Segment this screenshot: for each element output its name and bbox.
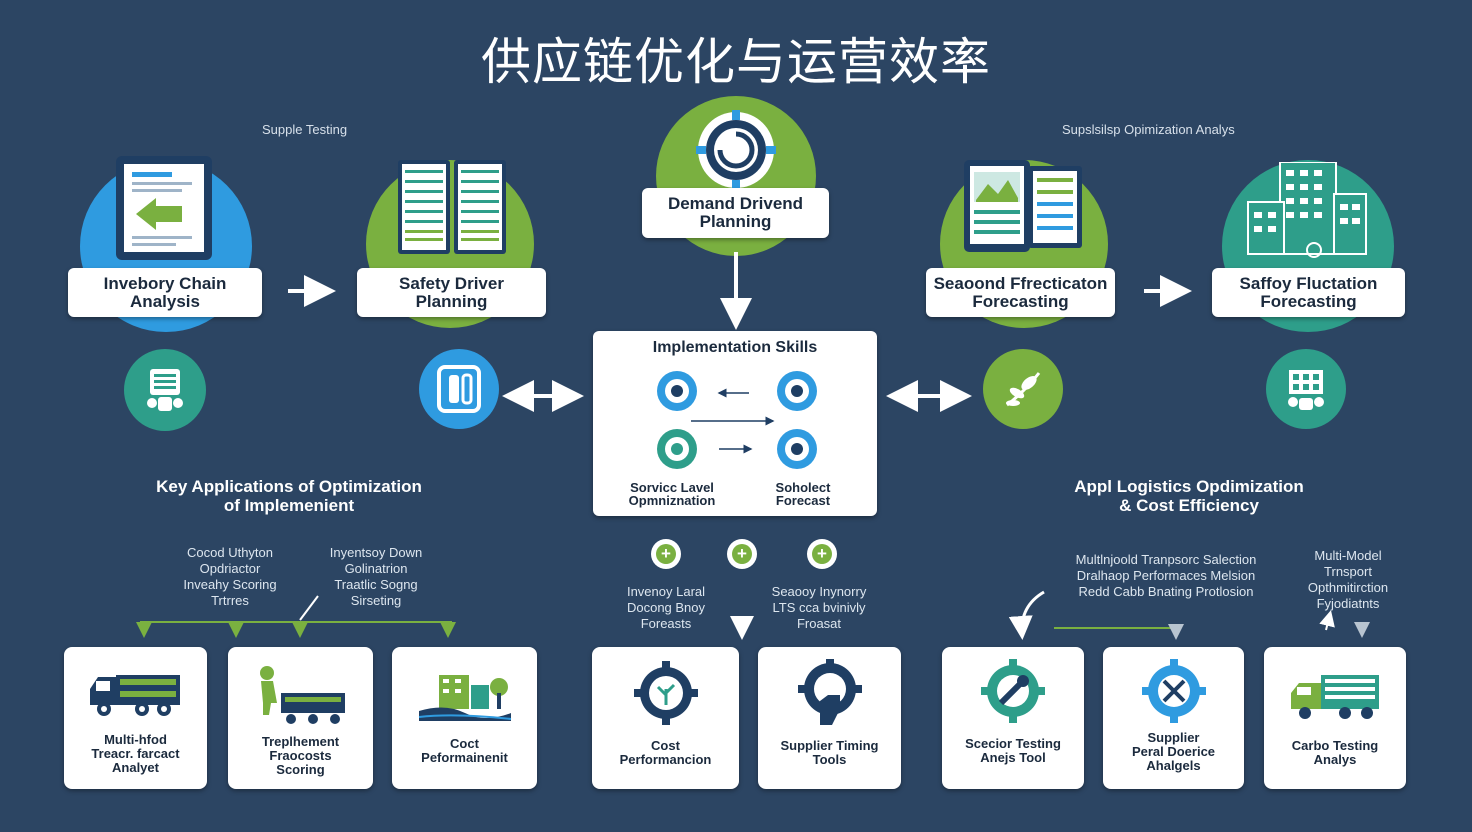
tablet-chart-icon (964, 160, 1082, 252)
page-title: 供应链优化与运营效率 (481, 33, 991, 91)
bottom-card-label: Supplier Timing Tools (780, 738, 879, 767)
card-inventory-chain[interactable]: Invebory Chain Analysis (68, 268, 262, 317)
bottom-card-sector-testing[interactable]: Scecior Testing Anejs Tool (942, 647, 1084, 789)
gear-tree-icon (633, 661, 698, 725)
bottom-card-cost-performancion[interactable]: Cost Performancion (592, 647, 739, 789)
bottom-card-label: Multi-hfod Treacr. farcact Analyet (91, 732, 180, 775)
left-note-a: Cocod Uthyton Opdriactor Inveahy Scoring… (183, 545, 277, 608)
gear-hand-icon (797, 659, 862, 725)
card-safety-driver[interactable]: Safety Driver Planning (357, 268, 546, 317)
gear-icon (696, 110, 776, 190)
right-note-a: Multlnjoold Tranpsorc Salection Dralhaop… (1075, 552, 1257, 599)
mobile-device-icon (419, 349, 499, 429)
plus-icon[interactable]: + (807, 539, 837, 569)
people-board-icon (124, 349, 206, 431)
implementation-skills-panel: Implementation Skills Sorvicc Lavel Opmn… (593, 331, 877, 516)
delivery-truck-icon (1291, 675, 1379, 719)
city-landscape-icon (418, 675, 511, 721)
skills-graphic (657, 371, 817, 469)
middle-note-right: Seaooy Inynorry LTS cca bvinivly Froasat (771, 584, 867, 631)
bottom-card-label: Scecior Testing Anejs Tool (965, 736, 1061, 765)
card-safety-fluctuation[interactable]: Saffoy Fluctation Forecasting (1212, 268, 1405, 317)
bottom-card-label: Supplier Peral Doerice Ahalgels (1131, 730, 1216, 773)
select-forecast-label: Soholect Forecast (775, 480, 831, 508)
left-note-b: Inyentsoy Down Golinatrion Traatlic Sogn… (329, 545, 423, 608)
left-section-heading: Key Applications of Optimization of Impl… (156, 477, 422, 515)
right-section-heading: Appl Logistics Opdimization & Cost Effic… (1074, 477, 1304, 515)
bottom-card-label: Treplhement Fraocosts Scoring (261, 734, 340, 777)
service-level-label: Sorvicc Lavel Opmniznation (628, 480, 716, 508)
plus-icon[interactable]: + (727, 539, 757, 569)
bottom-card-label: Coct Peformainenit (421, 736, 508, 765)
bottom-card-carbon-testing[interactable]: Carbo Testing Analys (1264, 647, 1406, 789)
panel-title: Implementation Skills (652, 339, 818, 356)
truck-icon (89, 675, 180, 716)
card-demand-driven[interactable]: Demand Drivend Planning (642, 188, 829, 238)
spreadsheet-book-icon (398, 160, 506, 254)
team-chart-icon (1266, 349, 1346, 429)
leaf-icon (983, 349, 1063, 429)
right-note-b: Multi-Model Trnsport Opthmitirction Fyjo… (1307, 548, 1389, 611)
right-caption: Supslsilsp Opimization Analys (1062, 122, 1235, 137)
left-caption: Supple Testing (262, 122, 348, 137)
middle-note-left: Invenoy Laral Docong Bnoy Foreasts (626, 584, 706, 631)
tools-gear-icon (1141, 659, 1206, 723)
bottom-card-supplier-timing[interactable]: Supplier Timing Tools (758, 647, 901, 789)
wrench-gear-icon (981, 659, 1045, 723)
bottom-card-label: Carbo Testing Analys (1291, 738, 1379, 767)
bottom-card-cost-performance[interactable]: Coct Peformainenit (392, 647, 537, 789)
bottom-card-replenishment[interactable]: Treplhement Fraocosts Scoring (228, 647, 373, 789)
worker-cart-icon (259, 666, 345, 724)
report-document-icon (116, 156, 212, 260)
plus-icon[interactable]: + (651, 539, 681, 569)
card-seasonal-forecasting[interactable]: Seaoond Ffrecticaton Forecasting (926, 268, 1115, 317)
bottom-card-supplier-performance[interactable]: Supplier Peral Doerice Ahalgels (1103, 647, 1244, 789)
bottom-card-multi-mode[interactable]: Multi-hfod Treacr. farcact Analyet (64, 647, 207, 789)
buildings-icon (1247, 162, 1367, 258)
bottom-card-label: Cost Performancion (619, 738, 712, 767)
